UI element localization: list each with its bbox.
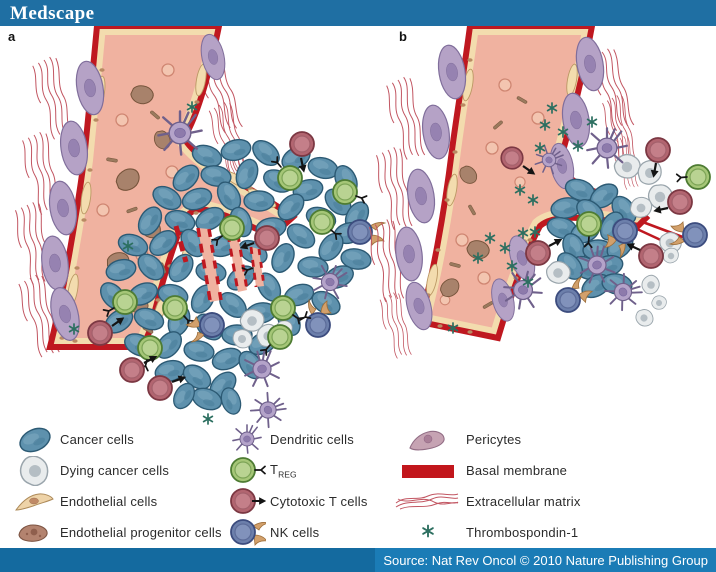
legend-item-nk-cells: NK cells [230,517,368,548]
panel-a-label: a [8,29,16,44]
panel-a-illustration [14,26,386,434]
basal-membrane-icon [394,456,462,486]
legend-item-dying-cancer-cells: Dying cancer cells [14,455,222,486]
legend-item-pericytes: Pericytes [394,424,581,455]
legend-item-thrombospondin-1: Thrombospondin-1 [394,517,581,548]
legend-item-basal-membrane: Basal membrane [394,455,581,486]
legend-item-cancer-cells: Cancer cells [14,424,222,455]
cancer-cell-icon [14,424,56,455]
header-bar: Medscape [0,0,716,26]
legend-item-endothelial-progenitor-cells: Endothelial progenitor cells [14,517,222,548]
legend-item-treg-cells: TREG [230,455,368,486]
pericyte-icon [394,425,462,455]
dendritic-cell-icon [230,424,266,455]
legend-label: NK cells [270,525,320,540]
legend-item-extracellular-matrix: Extracellular matrix [394,486,581,517]
legend-label: Dendritic cells [270,432,354,447]
thrombospondin-1-icon [394,518,462,548]
source-attribution: Source: Nat Rev Oncol © 2010 Nature Publ… [375,548,716,572]
legend-column-2: Dendritic cells TREG Cytotoxic T cells N… [230,424,368,548]
treg-cell-icon [230,455,266,486]
legend-column-1: Cancer cells Dying cancer cells Endothel… [14,424,222,548]
legend-column-3: Pericytes Basal membrane Extracellular m… [394,424,581,548]
panel-b-illustration [368,26,711,361]
legend-label: TREG [270,461,297,480]
legend-label: Pericytes [466,432,522,447]
footer-bar: Source: Nat Rev Oncol © 2010 Nature Publ… [0,548,716,572]
legend-item-cytotoxic-t-cells: Cytotoxic T cells [230,486,368,517]
legend-label: Endothelial progenitor cells [60,525,222,540]
legend-label: Dying cancer cells [60,463,170,478]
legend-label: Thrombospondin-1 [466,525,579,540]
panel-b-label: b [399,29,407,44]
cytotoxic-t-cell-icon [230,486,266,517]
legend-label: Cytotoxic T cells [270,494,368,509]
endothelial-cell-icon [14,487,56,517]
footer-spacer [0,548,376,572]
dying-cancer-cell-icon [14,455,56,486]
legend-item-endothelial-cells: Endothelial cells [14,486,222,517]
legend-label: Extracellular matrix [466,494,581,509]
nk-cell-icon [230,517,266,548]
tumor-vessel-sprouts-a [173,225,266,302]
legend-label: Cancer cells [60,432,134,447]
medscape-logo[interactable]: Medscape [10,2,95,24]
figure-illustration [14,26,711,434]
extracellular-matrix-icon [394,487,462,517]
legend-item-dendritic-cells: Dendritic cells [230,424,368,455]
endothelial-progenitor-cell-icon [14,518,56,548]
legend-label: Basal membrane [466,463,568,478]
legend-label: Endothelial cells [60,494,158,509]
